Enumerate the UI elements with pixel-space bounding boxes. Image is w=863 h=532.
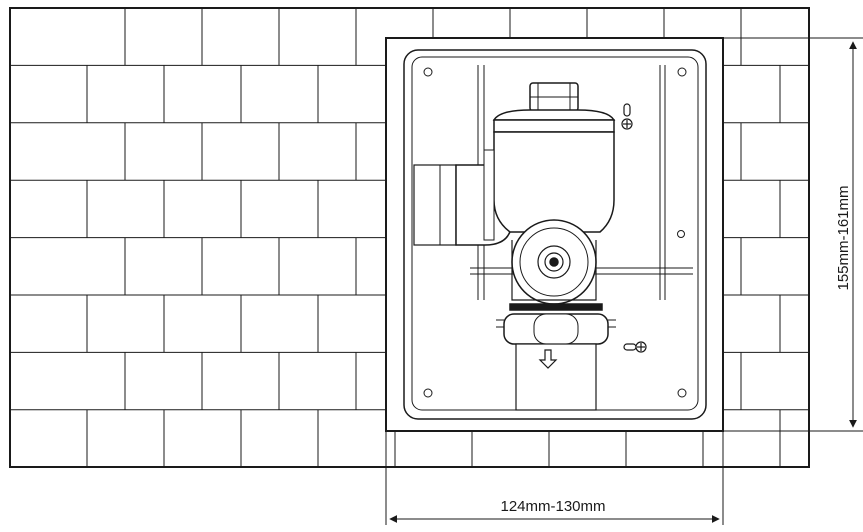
- side-screw-right: [677, 230, 685, 238]
- valve-assembly: [413, 82, 616, 411]
- corner-screw-top-left: [423, 67, 433, 77]
- corner-screw-bottom-right: [677, 388, 687, 398]
- corner-screw-top-right: [677, 67, 687, 77]
- corner-screw-bottom-left: [423, 388, 433, 398]
- screw-icon: [621, 103, 633, 130]
- height-dimension: [723, 37, 863, 432]
- width-dimension-label: 124mm-130mm: [500, 498, 605, 515]
- width-dimension: [385, 431, 724, 525]
- height-dimension-label: 155mm-161mm: [835, 185, 852, 290]
- down-arrow-icon: [538, 349, 558, 369]
- screw-icon-lower: [623, 341, 647, 353]
